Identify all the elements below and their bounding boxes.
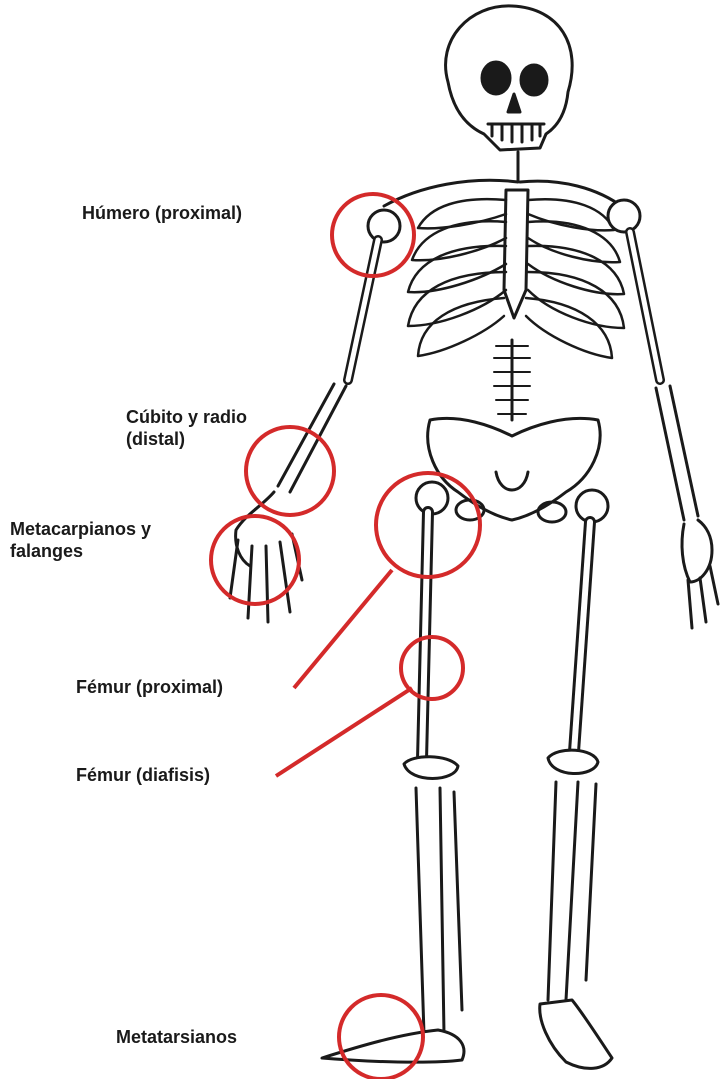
left-leg (540, 490, 612, 1068)
label-metacarpianos: Metacarpianos y falanges (10, 518, 151, 562)
label-cubito-radio-line2: (distal) (126, 428, 247, 450)
right-arm (230, 210, 400, 622)
clavicle-right (384, 180, 518, 206)
label-humero: Húmero (proximal) (82, 202, 242, 224)
clavicle-left (520, 181, 624, 208)
pointer-femur-diafisis (276, 688, 412, 776)
skull-icon (446, 6, 573, 150)
label-metacarpianos-line1: Metacarpianos y (10, 518, 151, 540)
label-metatarsianos: Metatarsianos (116, 1026, 237, 1048)
fracture-markers (211, 194, 480, 1079)
pelvis (428, 418, 600, 520)
sternum (504, 190, 528, 318)
right-leg (322, 482, 464, 1062)
label-femur-proximal: Fémur (proximal) (76, 676, 223, 698)
pointer-femur-proximal (294, 570, 392, 688)
label-cubito-radio-line1: Cúbito y radio (126, 406, 247, 428)
marker-cubito-radio (246, 427, 334, 515)
obturator-left (538, 502, 566, 522)
label-femur-diafisis: Fémur (diafisis) (76, 764, 210, 786)
left-arm (608, 200, 718, 628)
label-metacarpianos-line2: falanges (10, 540, 151, 562)
label-cubito-radio: Cúbito y radio (distal) (126, 406, 247, 450)
